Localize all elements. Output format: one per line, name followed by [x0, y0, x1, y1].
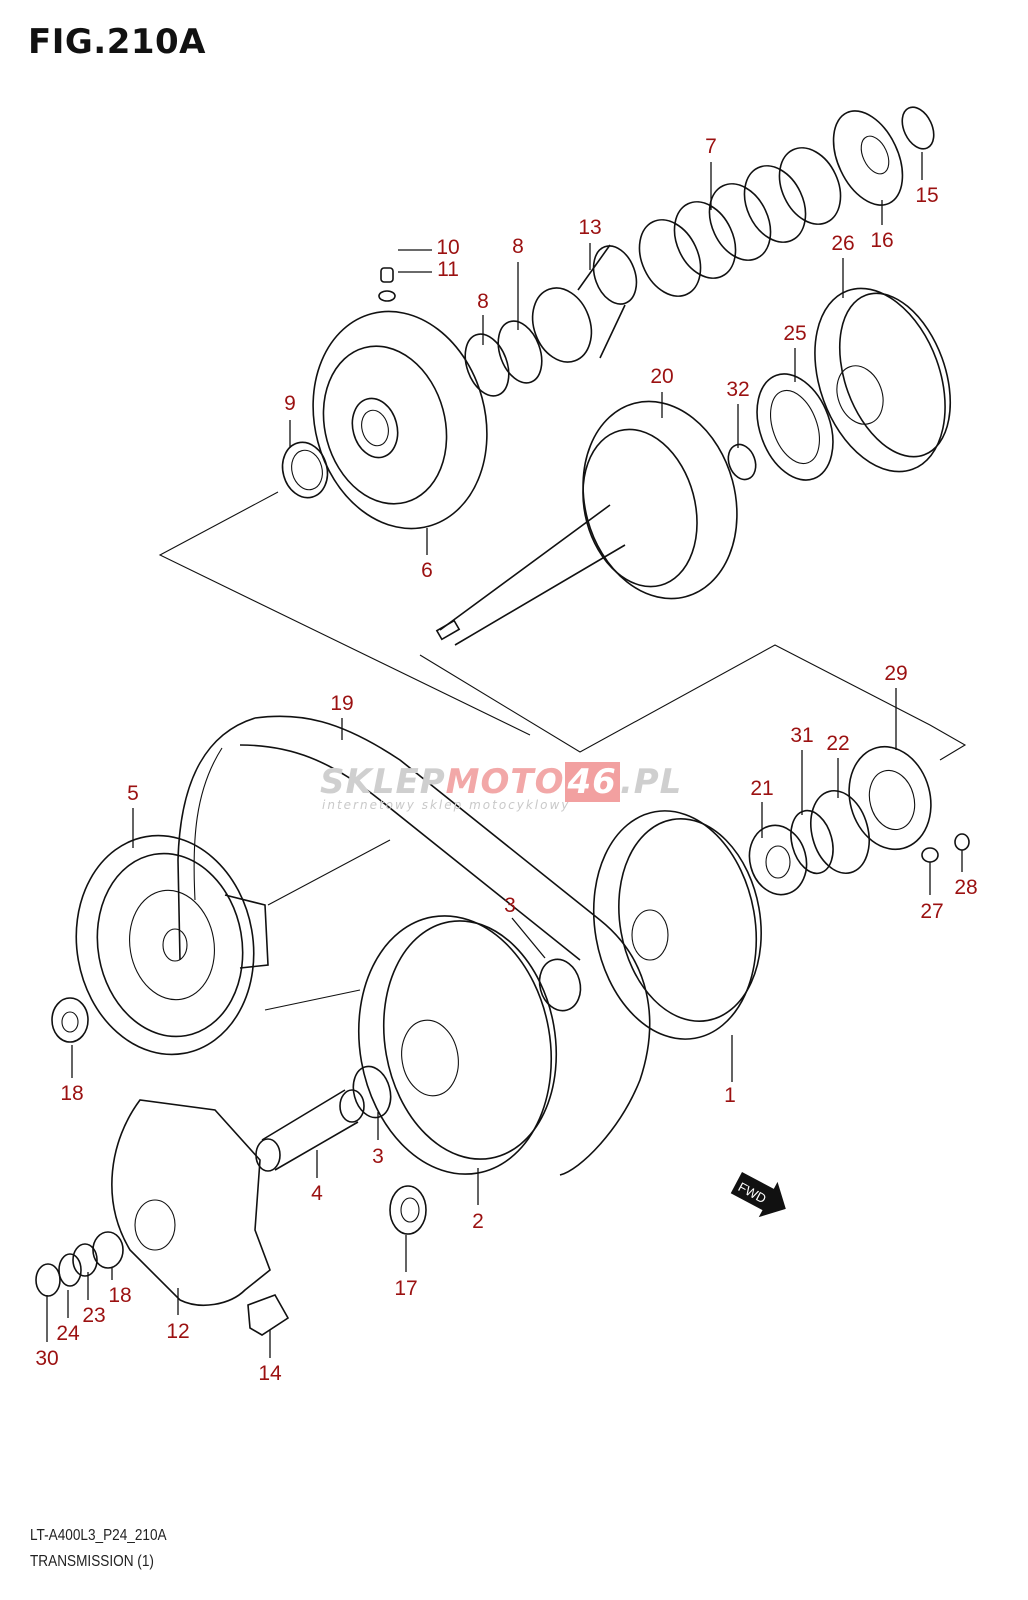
callout-label-32: 32	[726, 378, 749, 401]
part-17-bearing	[389, 1185, 427, 1235]
callout-label-11: 11	[437, 258, 459, 281]
part-3-seals	[352, 958, 582, 1119]
part-5-pulley-face	[75, 834, 269, 1056]
callout-label-25: 25	[783, 322, 806, 345]
callout-label-31: 31	[790, 724, 813, 747]
part-21-bearing	[748, 824, 808, 896]
part-19-drive-belt	[177, 715, 651, 1176]
part-9-seal	[281, 441, 329, 499]
part-4-spacer	[255, 1089, 365, 1172]
callout-label-26: 26	[831, 232, 854, 255]
callout-label-21: 21	[750, 777, 773, 800]
callout-label-18: 18	[108, 1284, 131, 1307]
part-22-oil-seal	[810, 789, 870, 875]
callout-label-12: 12	[166, 1320, 189, 1343]
callout-label-14: 14	[258, 1362, 282, 1385]
callout-label-22: 22	[826, 732, 849, 755]
figure-title: FIG.210A	[28, 22, 206, 62]
group-bracket-upper	[158, 491, 531, 736]
callout-label-17: 17	[394, 1277, 417, 1300]
callout-label-4: 4	[311, 1182, 323, 1205]
part-16-plate	[832, 110, 904, 206]
figure-code: LT-A400L3_P24_210A	[30, 1527, 167, 1544]
part-7-spring	[638, 147, 842, 297]
part-30-24-23-18-stack	[35, 1231, 124, 1297]
part-18-nut	[51, 997, 89, 1043]
leader-line-3	[511, 917, 546, 959]
callout-label-28: 28	[954, 876, 977, 899]
callout-label-16: 16	[870, 229, 893, 252]
callout-label-29: 29	[884, 662, 907, 685]
part-29-bearing	[848, 745, 932, 851]
part-1-fixed-face	[592, 810, 762, 1040]
callout-label-3: 3	[504, 894, 516, 917]
part-25-one-way-clutch	[756, 373, 834, 481]
callout-label-8: 8	[477, 290, 489, 313]
callout-label-20: 20	[650, 365, 673, 388]
callout-label-6: 6	[421, 559, 433, 582]
callout-label-18: 18	[60, 1082, 83, 1105]
callout-label-19: 19	[330, 692, 353, 715]
forward-direction-arrow: FWD	[730, 1172, 786, 1218]
callout-label-9: 9	[284, 392, 296, 415]
callout-labels: 1233456788910111213141516171818192021222…	[35, 135, 977, 1385]
callout-label-13: 13	[578, 216, 601, 239]
callout-label-24: 24	[56, 1322, 80, 1345]
part-13-sleeve	[531, 244, 638, 363]
part-6-drive-face	[312, 310, 488, 530]
part-20-shaft-assembly	[435, 400, 738, 646]
callout-label-30: 30	[35, 1347, 58, 1370]
group-bracket-shaft	[419, 644, 967, 761]
part-15-nut	[901, 106, 935, 150]
figure-caption: TRANSMISSION (1)	[30, 1553, 154, 1570]
part-12-cover	[111, 1099, 271, 1306]
callout-label-27: 27	[920, 900, 943, 923]
part-32-collar	[727, 443, 757, 481]
callout-label-5: 5	[127, 782, 139, 805]
part-10-11-pin-washer	[378, 267, 396, 302]
part-26-clutch-housing	[814, 287, 952, 473]
callout-label-3: 3	[372, 1145, 384, 1168]
callout-label-2: 2	[472, 1210, 484, 1233]
callout-label-15: 15	[915, 184, 938, 207]
part-31-circlip	[790, 809, 834, 875]
figure-footer: LT-A400L3_P24_210A TRANSMISSION (1)	[30, 1523, 167, 1575]
callout-label-7: 7	[705, 135, 717, 158]
callout-label-1: 1	[724, 1084, 736, 1107]
part-14-clip	[247, 1294, 290, 1336]
callout-label-8: 8	[512, 235, 524, 258]
callout-label-23: 23	[82, 1304, 105, 1327]
part-8-o-rings	[464, 320, 543, 397]
callout-label-10: 10	[436, 236, 459, 259]
